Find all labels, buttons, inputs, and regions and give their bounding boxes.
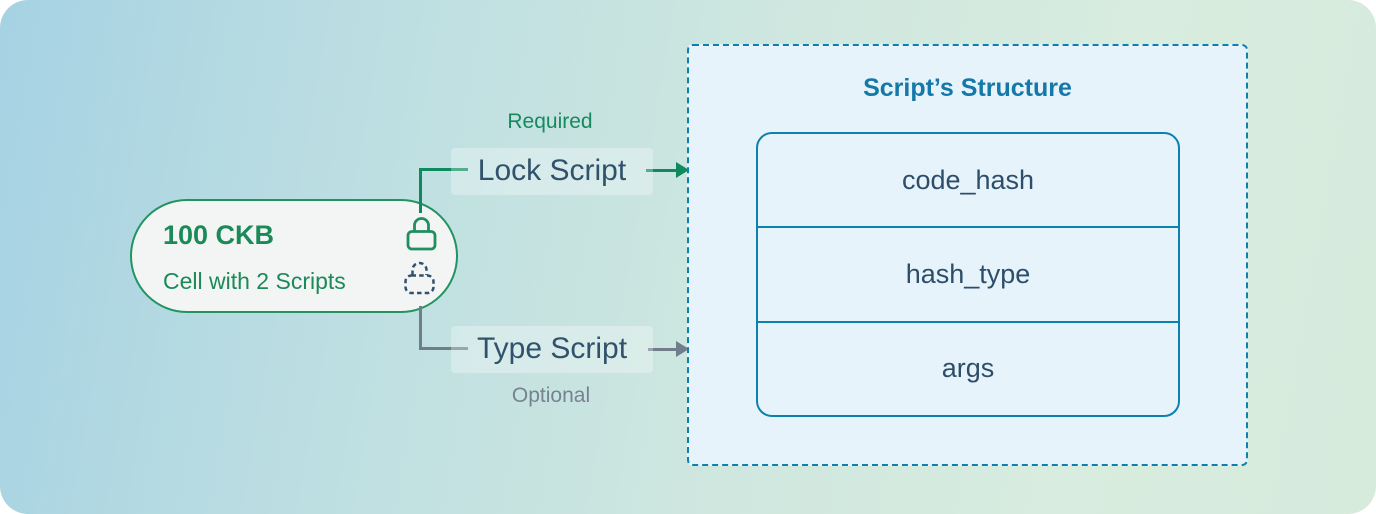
- structure-table: code_hash hash_type args: [756, 132, 1180, 417]
- type-arrow-shaft: [648, 348, 677, 351]
- lock-script-label: Lock Script: [451, 148, 653, 195]
- lock-connector-horizontal: [419, 168, 468, 171]
- required-annotation: Required: [507, 110, 593, 133]
- cell-capsule: [130, 199, 458, 313]
- field-row-hash-type: hash_type: [758, 226, 1178, 320]
- type-connector-vertical: [419, 306, 422, 349]
- lock-arrow-head-icon: [676, 162, 689, 178]
- lock-solid-icon: [404, 215, 439, 258]
- script-structure-panel: Script’s Structure code_hash hash_type a…: [687, 44, 1248, 466]
- optional-annotation: Optional: [511, 384, 591, 407]
- field-row-code-hash: code_hash: [901, 164, 1035, 195]
- field-row-args: args: [758, 320, 1178, 415]
- lock-dashed-icon: [401, 259, 439, 302]
- lock-arrow-shaft: [646, 169, 677, 172]
- type-arrow-head-icon: [676, 341, 689, 357]
- cell-amount: 100 CKB: [163, 220, 275, 250]
- cell-subtitle: Cell with 2 Scripts: [163, 268, 346, 294]
- type-script-label: Type Script: [451, 326, 653, 373]
- type-connector-horizontal: [419, 347, 468, 350]
- panel-title: Script’s Structure: [863, 74, 1072, 102]
- lock-connector-vertical: [419, 168, 422, 213]
